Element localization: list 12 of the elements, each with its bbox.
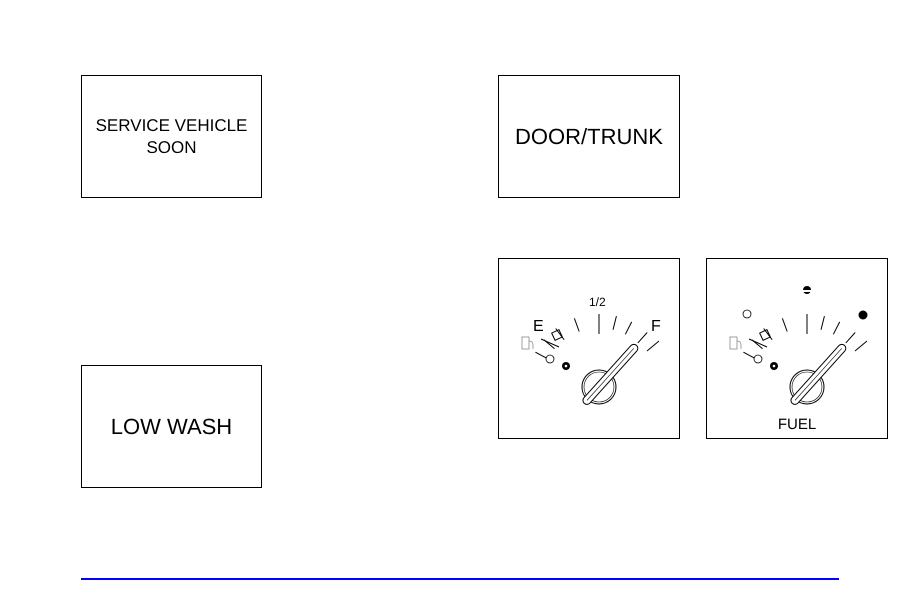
message-text: LOW WASH (110, 412, 234, 440)
message-text: DOOR/TRUNK (514, 122, 664, 150)
warning-message-panel (81, 365, 262, 488)
warning-message-panel (498, 75, 680, 198)
gauge-label: FUEL (776, 417, 818, 432)
fuel-gauge-panel (706, 258, 888, 439)
gauge-scale-label: 1/2 (589, 296, 606, 308)
gauge-scale-label: E (533, 319, 544, 335)
fuel-gauge-panel (498, 258, 680, 439)
message-text: SERVICE VEHICLE SOON (94, 115, 248, 158)
gauge-scale-label: F (651, 319, 661, 335)
warning-message-panel (81, 75, 262, 198)
